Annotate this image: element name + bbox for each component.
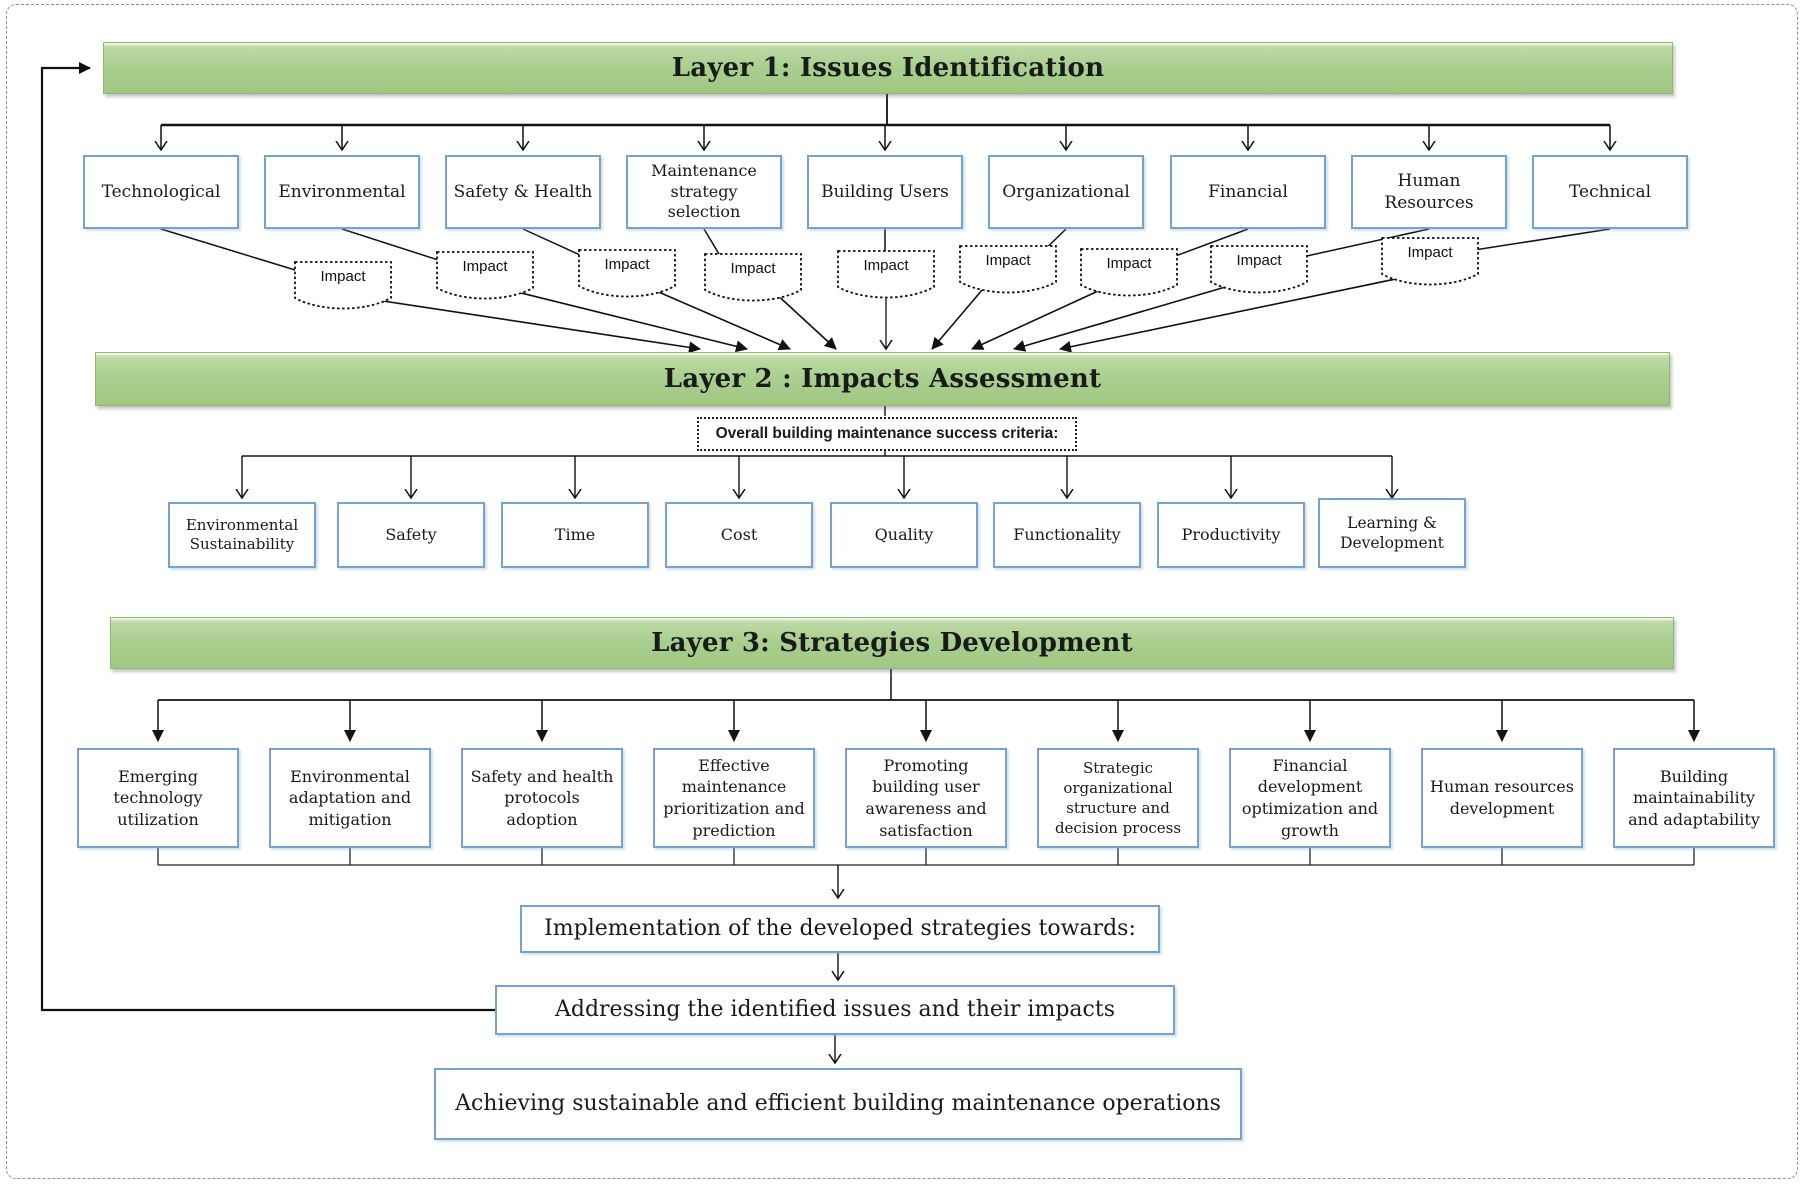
issue-box-financial: Financial <box>1170 155 1326 229</box>
criteria-arrows <box>242 404 1392 498</box>
strategy-box-effective-maintenance: Effective maintenance prioritization and… <box>653 748 815 848</box>
impact-tag: Impact <box>462 258 508 275</box>
strategy-box-safety-health-protocols: Safety and health protocols adoption <box>461 748 623 848</box>
impact-tag: Impact <box>320 268 366 285</box>
layer3-header-bar: Layer 3: Strategies Development <box>110 617 1674 669</box>
impact-tag: Impact <box>1236 252 1282 269</box>
strategy-merge-lines <box>157 848 1695 866</box>
issue-box-organizational: Organizational <box>988 155 1144 229</box>
impact-tag: Impact <box>1106 255 1152 272</box>
criterion-box-safety: Safety <box>337 502 485 568</box>
issue-box-building-users: Building Users <box>807 155 963 229</box>
impact-tag: Impact <box>863 257 909 274</box>
issue-box-technical: Technical <box>1532 155 1688 229</box>
strategy-box-strategic-organizational: Strategic organizational structure and d… <box>1037 748 1199 848</box>
criterion-box-environmental-sustainability: Environmental Sustainability <box>168 502 316 568</box>
layer3-arrows <box>152 667 1700 742</box>
issue-box-maintenance-strategy-selection: Maintenance strategy selection <box>626 155 782 229</box>
impact-tag: Impact <box>985 252 1031 269</box>
impact-to-layer2-arrows <box>362 275 1411 354</box>
implementation-box: Implementation of the developed strategi… <box>520 905 1160 953</box>
layer2-title: Layer 2 : Impacts Assessment <box>663 364 1102 394</box>
layer1-header-bar: Layer 1: Issues Identification <box>103 42 1673 94</box>
issue-box-human-resources: Human Resources <box>1351 155 1507 229</box>
strategy-box-human-resources-development: Human resources development <box>1421 748 1583 848</box>
criterion-box-time: Time <box>501 502 649 568</box>
criterion-box-productivity: Productivity <box>1157 502 1305 568</box>
layer3-title: Layer 3: Strategies Development <box>651 628 1133 658</box>
impact-tag: Impact <box>604 256 650 273</box>
strategy-box-environmental-adaptation: Environmental adaptation and mitigation <box>269 748 431 848</box>
addressing-box: Addressing the identified issues and the… <box>495 985 1175 1035</box>
achieving-box: Achieving sustainable and efficient buil… <box>434 1068 1242 1140</box>
criteria-header-box: Overall building maintenance success cri… <box>697 417 1077 451</box>
layer2-header-bar: Layer 2 : Impacts Assessment <box>95 352 1670 406</box>
impact-tag: Impact <box>730 260 776 277</box>
bottom-flow-arrows <box>835 865 838 1063</box>
issue-box-safety-health: Safety & Health <box>445 155 601 229</box>
strategy-box-building-user-awareness: Promoting building user awareness and sa… <box>845 748 1007 848</box>
issue-box-environmental: Environmental <box>264 155 420 229</box>
impact-tag-shapes <box>294 237 1479 310</box>
feedback-arrow <box>40 62 495 1012</box>
strategy-box-emerging-technology: Emerging technology utilization <box>77 748 239 848</box>
strategy-box-financial-development: Financial development optimization and g… <box>1229 748 1391 848</box>
criterion-box-quality: Quality <box>830 502 978 568</box>
criterion-box-cost: Cost <box>665 502 813 568</box>
layer1-arrows <box>161 92 1610 150</box>
layer1-title: Layer 1: Issues Identification <box>671 53 1105 83</box>
strategy-box-building-maintainability: Building maintainability and adaptabilit… <box>1613 748 1775 848</box>
impact-tag: Impact <box>1407 244 1453 261</box>
issue-box-technological: Technological <box>83 155 239 229</box>
criterion-box-functionality: Functionality <box>993 502 1141 568</box>
criterion-box-learning-development: Learning & Development <box>1318 498 1466 568</box>
